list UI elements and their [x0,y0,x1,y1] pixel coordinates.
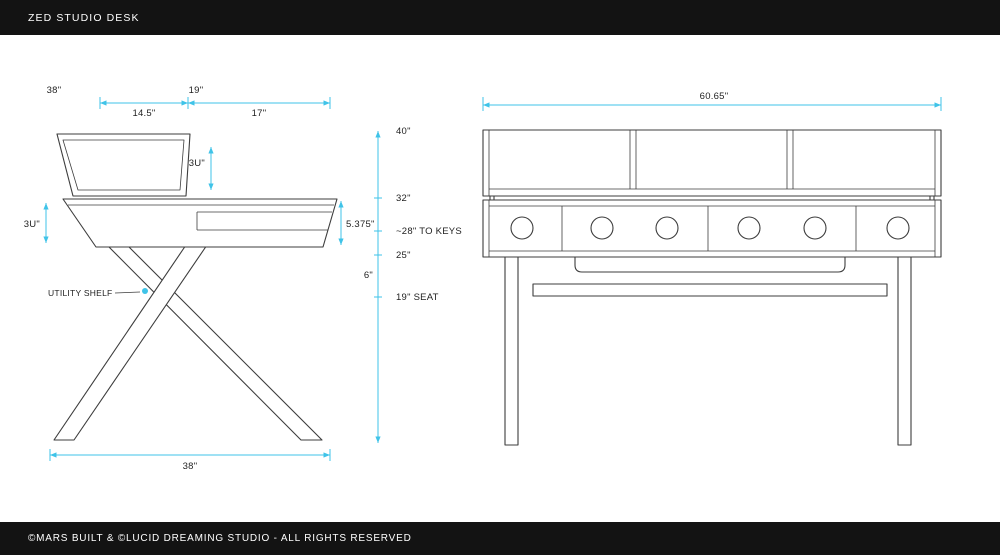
utility-leader-line [114,291,141,294]
utility-shelf-label: UTILITY SHELF [48,288,113,298]
height-label-40: 40" [396,126,411,137]
dim-label-top-38: 38" [47,85,62,96]
grommet-hole [803,216,827,240]
dim-label-60-65: 60.65" [700,91,729,102]
side-view: UTILITY SHELF [48,133,338,441]
grommet-hole [510,216,534,240]
page-title: ZED STUDIO DESK [28,11,140,24]
height-label-25: 25" [396,250,411,261]
front-left-leg [504,256,519,446]
side-view-dimensions: 38" 19" 14.5" 17" 3U" 3U" 5.375" 38" [24,85,375,472]
grommet-hole [590,216,614,240]
grommet-hole [737,216,761,240]
grommet-hole [886,216,910,240]
grommet-hole [655,216,679,240]
dim-label-3u-desk: 3U" [24,219,40,230]
drawing-area: UTILITY SHELF 38" 19" 14.5" 17" 3U" 3U" … [0,35,1000,522]
title-bar: ZED STUDIO DESK [0,0,1000,35]
copyright-text: ©MARS BUILT & ©LUCID DREAMING STUDIO - A… [28,533,412,544]
dim-label-17: 17" [252,108,267,119]
height-label-32: 32" [396,193,411,204]
utility-marker-dot [142,288,148,294]
dim-label-5-375: 5.375" [346,219,375,230]
under-desk-tray [574,257,846,273]
front-hutch [482,129,942,197]
dim-label-bottom-38: 38" [183,461,198,472]
height-dimensions: 40" 32" ~28" TO KEYS 25" 6" 19" SEAT [364,126,462,443]
front-desk-body [482,199,942,258]
dim-label-19: 19" [189,85,204,96]
dim-label-14-5: 14.5" [132,108,155,119]
height-label-28-keys: ~28" TO KEYS [396,226,462,237]
height-label-6: 6" [364,270,373,281]
side-hutch-outer [56,133,191,197]
grommet-holes [510,216,910,240]
footer-bar: ©MARS BUILT & ©LUCID DREAMING STUDIO - A… [0,522,1000,555]
front-right-leg [897,256,912,446]
height-label-19-seat: 19" SEAT [396,292,439,303]
side-front-leg [53,244,208,441]
front-view [482,129,942,446]
blueprint: UTILITY SHELF 38" 19" 14.5" 17" 3U" 3U" … [24,85,942,472]
side-hutch-inner [62,139,185,191]
stretcher-bar [532,283,888,297]
side-desktop [62,198,338,248]
dim-label-3u-hutch: 3U" [189,158,205,169]
front-view-dimensions: 60.65" [482,91,942,111]
